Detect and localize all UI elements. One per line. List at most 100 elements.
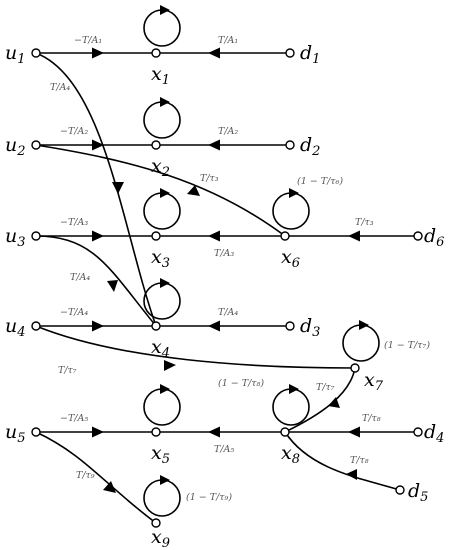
edge-x7-x8 [284,367,356,433]
label-u3: u3 [5,225,26,250]
gain-u3-x3: −T/A₃ [60,217,88,228]
node-d5 [395,485,405,495]
label-x8: x8 [281,442,300,467]
arrow-d3-x4 [208,320,220,332]
edge-u2-x6 [35,144,286,237]
gain-x6-x3: T/A₃ [214,248,234,259]
arrow-u2-x6 [187,185,200,196]
label-x5: x5 [151,442,170,467]
gain-x7-x8: T/τ₇ [316,382,335,393]
gain-d5-x8: T/τ₈ [350,455,369,466]
label-d3: d3 [300,315,320,340]
label-d5: d5 [408,480,428,505]
label-u1: u1 [5,42,26,67]
loop-arrow-x6 [289,188,299,198]
label-d2: d2 [300,134,320,159]
label-x7: x7 [364,369,384,394]
gain-d4-x8: T/τ₈ [362,413,381,424]
loop-gain-x6: (1 − T/τ₆) [297,176,343,187]
gain-u5-x9: T/τ₉ [76,470,95,481]
self-loop-x7 [342,324,380,362]
loop-arrow-x1 [160,5,170,15]
node-x3 [151,231,161,241]
loop-arrow-x7 [359,320,369,330]
edge-u1-x4 [35,52,157,327]
loop-gain-x9: (1 − T/τ₉) [186,492,232,503]
arrow-d1-x1 [208,47,220,59]
arrow-u2-x2 [92,139,104,151]
node-x9 [151,518,161,528]
arrow-x6-x3 [208,230,220,242]
edge-d5-x8 [284,431,401,491]
loop-arrow-x8 [289,384,299,394]
gain-d3-x4: T/A₄ [218,307,238,318]
loop-arrow-x5 [160,384,170,394]
label-x9: x9 [151,526,170,550]
gain-u2-x6: T/τ₃ [200,173,219,184]
self-loop-x1 [143,9,181,47]
gain-u3-x4: T/A₄ [70,272,90,283]
label-u5: u5 [5,421,26,446]
loop-gain-x7: (1 − T/τ₇) [384,340,430,351]
label-x1: x1 [151,63,170,88]
gain-u5-x5: −T/A₅ [60,413,88,424]
node-x5 [151,427,161,437]
loop-arrow-x2 [160,97,170,107]
gain-u2-x2: −T/A₂ [60,126,88,137]
node-u2 [31,140,41,150]
gain-u1-x1: −T/A₁ [74,35,102,46]
node-d3 [285,321,295,331]
node-x4 [151,321,161,331]
label-x4: x4 [151,336,170,361]
label-x6: x6 [281,246,300,271]
gain-x8-x5: T/A₅ [214,444,234,455]
arrow-u3-x3 [92,230,104,242]
arrow-u3-x4 [107,280,118,292]
arrow-u4-x4 [92,320,104,332]
self-loop-x3 [143,192,181,230]
node-x8 [280,427,290,437]
arrow-u4-x7 [164,360,176,371]
loop-arrow-x9 [160,475,170,485]
node-d6 [413,231,423,241]
label-d1: d1 [300,42,320,67]
node-u5 [31,427,41,437]
arrow-x7-x8 [328,397,340,408]
node-u1 [31,48,41,58]
node-u4 [31,321,41,331]
label-d6: d6 [424,225,444,250]
node-d1 [285,48,295,58]
label-u2: u2 [5,134,26,159]
node-x6 [280,231,290,241]
arrow-u5-x9 [103,481,116,493]
self-loop-x4 [143,282,181,320]
label-x2: x2 [151,155,170,180]
arrow-d2-x2 [208,139,220,151]
arrow-u1-x4 [112,182,124,194]
gain-d2-x2: T/A₂ [218,126,238,137]
gain-u4-x4: −T/A₄ [60,307,88,318]
node-u3 [31,231,41,241]
edge-u5-x9 [35,431,157,524]
loop-arrow-x3 [160,188,170,198]
self-loop-x8 [272,388,310,426]
label-d4: d4 [424,421,444,446]
label-u4: u4 [5,315,26,340]
node-d4 [413,427,423,437]
gain-d1-x1: T/A₁ [218,35,238,46]
loop-arrow-x4 [160,278,170,288]
loop-gain-x8: (1 − T/τ₈) [218,378,264,389]
node-d2 [285,140,295,150]
self-loop-x5 [143,388,181,426]
edge-u4-x7 [35,325,356,369]
arrow-d4-x8 [348,426,360,438]
label-x3: x3 [151,246,170,271]
self-loop-x9 [143,479,181,517]
gain-u1-x4: T/A₄ [50,82,70,93]
node-x2 [151,140,161,150]
arrow-d6-x6 [348,230,360,242]
node-x1 [151,48,161,58]
arrow-d5-x8 [346,469,357,480]
arrow-u5-x5 [92,426,104,438]
